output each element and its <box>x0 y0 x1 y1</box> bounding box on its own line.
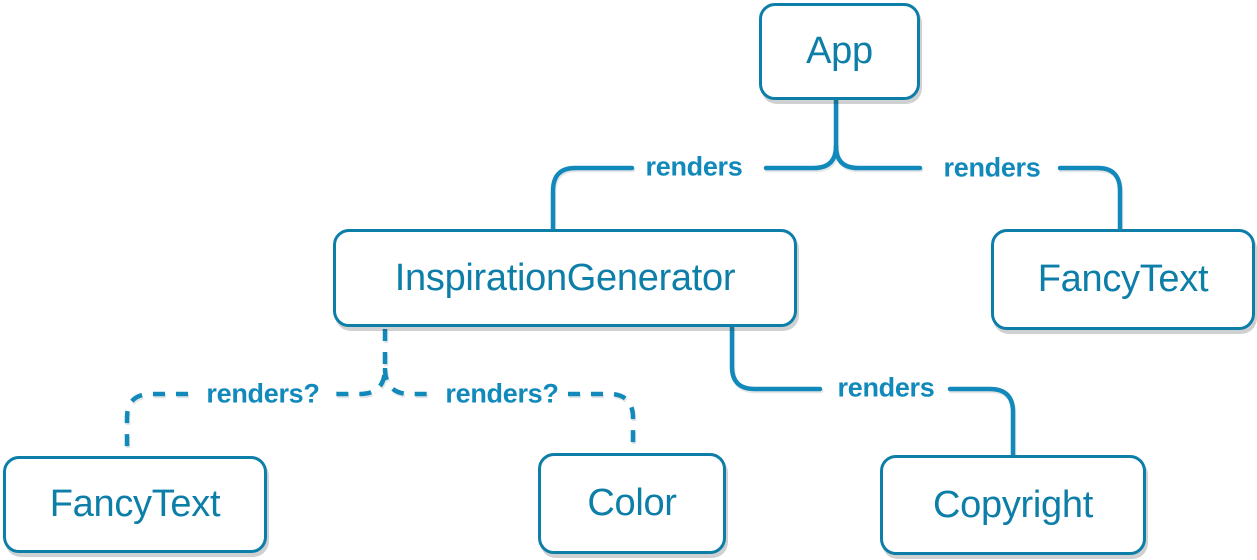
edge-app-stem-right <box>833 143 923 171</box>
node-app-label: App <box>806 30 873 72</box>
node-app: App <box>759 3 920 100</box>
node-color: Color <box>538 453 726 554</box>
node-inspiration-generator-label: InspirationGenerator <box>394 256 736 299</box>
edge-app-to-inspiration <box>550 165 635 234</box>
edge-inspiration-dashed-stem-left <box>336 329 388 397</box>
edge-label-inspiration-renders-color: renders? <box>445 378 559 409</box>
edge-label-inspiration-renders-copyright: renders <box>837 372 935 403</box>
edge-inspiration-to-copyright-a <box>729 324 823 392</box>
edge-inspiration-to-copyright-b <box>947 386 1016 460</box>
node-fancy-text-top-label: FancyText <box>1037 258 1209 300</box>
node-copyright-label: Copyright <box>933 483 1093 526</box>
edge-label-inspiration-renders-fancytext: renders? <box>206 378 320 409</box>
edge-inspiration-to-color-dashed <box>568 391 636 455</box>
edge-label-app-renders-fancytext: renders <box>943 152 1041 183</box>
node-fancy-text-bottom-label: FancyText <box>49 483 221 525</box>
edge-app-to-fancytext <box>1057 165 1123 234</box>
edge-label-app-renders-inspiration: renders <box>645 151 743 182</box>
edge-inspiration-to-fancytext-dashed <box>124 391 188 454</box>
node-inspiration-generator: InspirationGenerator <box>333 229 797 327</box>
node-copyright: Copyright <box>880 455 1146 555</box>
edge-inspiration-dashed-stem-right <box>382 367 436 397</box>
node-fancy-text-top: FancyText <box>991 229 1255 330</box>
edge-app-stem-left <box>763 97 839 171</box>
node-fancy-text-bottom: FancyText <box>3 456 267 553</box>
node-color-label: Color <box>587 482 677 524</box>
